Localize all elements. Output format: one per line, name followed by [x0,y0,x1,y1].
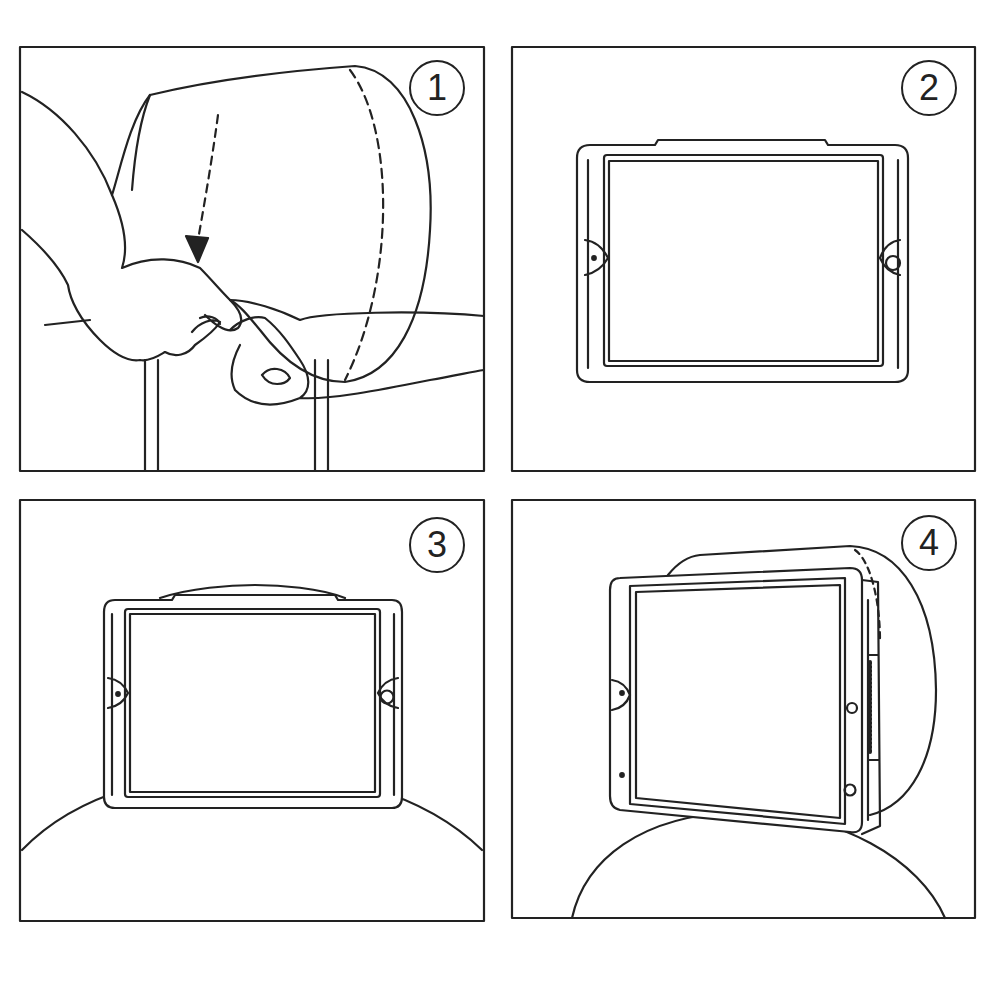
headrest-seam [345,70,383,380]
arrow-head [186,236,208,262]
fingernail [200,316,220,324]
headrest [22,66,431,382]
callout-number: 1 [409,60,465,116]
camera [592,256,596,260]
home-button [886,256,900,270]
button [847,703,857,713]
case-details [585,160,900,368]
seat-back [572,812,945,918]
panel-frame [20,47,484,471]
tablet-screen [609,161,878,361]
tablet-screen [636,585,840,818]
callout-number: 2 [901,60,957,116]
home-button [845,785,856,796]
hand-edge [45,320,90,325]
side-grip [868,662,872,752]
tablet-body [630,578,845,824]
panel-frame [512,500,975,918]
left-hand [22,195,241,360]
headrest-posts [145,360,328,471]
case-side [862,580,880,834]
case-details [612,680,630,710]
headrest-edge [132,95,150,190]
camera [116,692,120,696]
tablet-mounted [22,585,482,850]
home-button [381,691,394,704]
tablet-body [604,155,883,366]
right-hand [230,317,484,405]
case-outer [610,568,862,832]
panel-frame [20,500,484,921]
tablet-screen [130,614,375,792]
move-arrow [198,115,218,240]
camera [620,691,624,695]
callout-number: 3 [409,517,465,573]
tablet-case [577,140,908,382]
seat-top [230,300,484,320]
headrest-install [22,66,484,471]
tablet-mounted-angle [572,546,945,918]
case-details [108,614,398,795]
panel-frame [512,47,975,471]
sensor [620,773,624,777]
case-outer [577,140,908,382]
case-outer [104,595,402,808]
tablet-body [125,609,380,797]
callout-number: 4 [901,515,957,571]
